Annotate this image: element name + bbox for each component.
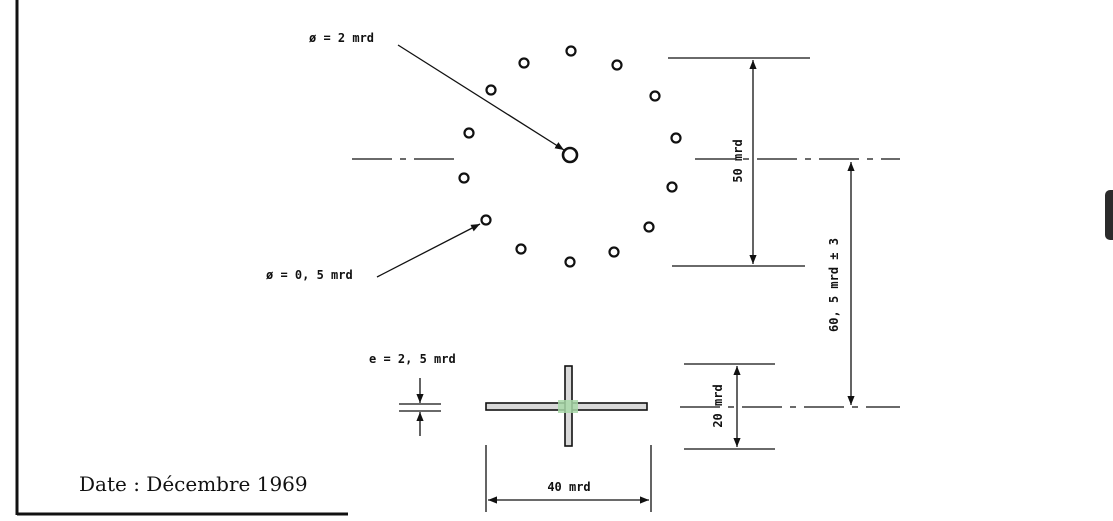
center-hole <box>561 146 579 164</box>
leader-small-hole <box>376 223 481 278</box>
dimension-20 <box>684 363 775 450</box>
dimension-40 <box>485 445 652 512</box>
ring-hole <box>515 243 527 255</box>
ring-hole <box>458 172 470 184</box>
ring-hole <box>564 256 576 268</box>
hole-ring <box>458 45 682 268</box>
edge-widget <box>1105 190 1113 240</box>
label-big-hole: ø = 2 mrd <box>309 31 374 45</box>
thickness-symbol <box>399 378 441 436</box>
ring-hole <box>670 132 682 144</box>
label-small-hole: ø = 0, 5 mrd <box>266 268 353 282</box>
dimension-50 <box>668 57 810 267</box>
page-frame <box>15 0 348 516</box>
ring-hole <box>608 246 620 258</box>
ring-hole <box>666 181 678 193</box>
label-dim-50: 50 mrd <box>731 139 745 182</box>
ring-hole <box>463 127 475 139</box>
centerlines <box>352 158 900 408</box>
ring-hole <box>565 45 577 57</box>
label-dim-20: 20 mrd <box>711 384 725 427</box>
cross-reticle <box>485 365 648 447</box>
date-label: Date : Décembre 1969 <box>79 472 308 496</box>
label-dim-40: 40 mrd <box>547 480 590 494</box>
ring-hole <box>480 214 492 226</box>
ring-hole <box>518 57 530 69</box>
ring-hole <box>649 90 661 102</box>
label-dim-60: 60, 5 mrd ± 3 <box>827 238 841 332</box>
label-thickness: e = 2, 5 mrd <box>369 352 456 366</box>
ring-hole <box>485 84 497 96</box>
ring-hole <box>611 59 623 71</box>
ring-hole <box>643 221 655 233</box>
leader-big-hole <box>397 44 565 151</box>
